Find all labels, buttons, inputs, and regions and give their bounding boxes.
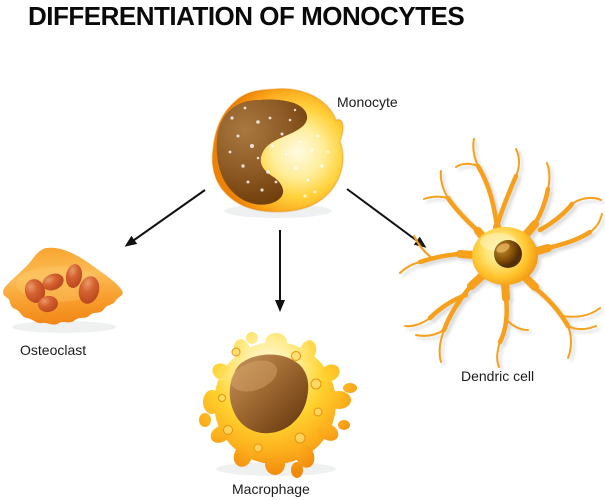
osteoclast-cell [3,247,123,325]
dendritic-cell [399,138,603,368]
monocyte-cell [211,88,344,213]
monocyte-nucleus [216,99,308,205]
monocyte-speckles [228,106,330,198]
dendritic-nucleus-highlight [496,243,510,253]
macrophage-label: Macrophage [232,481,310,497]
monocyte-label: Monocyte [337,94,398,110]
osteoclast-nuclei [24,264,100,313]
arrow-to-dendritic [346,188,427,248]
differentiation-arrows [124,188,427,312]
diagram-title: DIFFERENTIATION OF MONOCYTES [28,1,465,31]
macrophage-nucleus [229,354,309,434]
arrow-to-osteoclast [124,189,206,247]
osteoclast-body [3,247,123,325]
macrophage-cell [199,332,357,478]
macrophage-vesicles [218,347,323,453]
dendrites [399,138,603,368]
dendritic-cell-label: Dendric cell [461,368,535,384]
osteoclast-label: Osteoclast [20,342,87,358]
dendrite-trunks [417,163,593,345]
dendrite-tips [399,138,603,368]
macrophage-nucleus-sheen [230,360,278,392]
